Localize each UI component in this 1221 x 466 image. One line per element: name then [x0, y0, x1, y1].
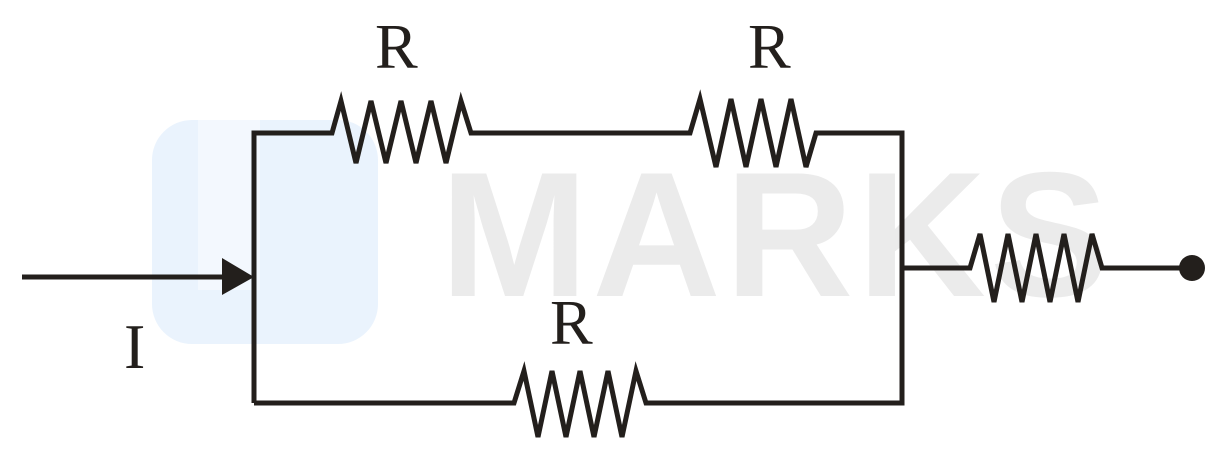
upper-branch-wire [251, 89, 905, 406]
label-resistor-top-right: R [748, 11, 791, 82]
watermark-logo [152, 120, 378, 344]
label-resistor-top-left: R [375, 11, 418, 82]
label-resistor-bottom: R [550, 287, 593, 358]
terminal-dot [1179, 255, 1205, 281]
label-current: I [124, 311, 145, 382]
resistor-bottom [500, 361, 660, 438]
current-arrow-icon [222, 258, 254, 295]
watermark-text: MARKS [440, 135, 1113, 334]
resistor-output [902, 233, 1190, 303]
